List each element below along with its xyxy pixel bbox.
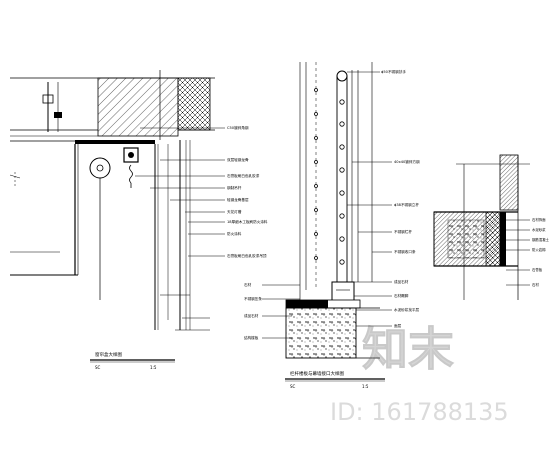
drawing-title: 栏杆楼板与幕墙接口大样图 xyxy=(290,370,344,377)
base-bracket xyxy=(331,281,355,303)
insulation-block xyxy=(177,77,211,131)
note: 天花灯槽 xyxy=(227,209,242,214)
handrail xyxy=(336,70,348,82)
right-detail-drawing: 石材饰面 水泥砂浆 钢筋混凝土 防火岩棉 石膏板 石材 xyxy=(433,154,550,300)
floor-slab xyxy=(285,307,357,359)
watermark: 知末 ID: 161788135 xyxy=(330,322,509,426)
note: 不锈钢收口条 xyxy=(394,249,416,254)
note: 双层轻钢龙骨 xyxy=(227,157,249,162)
note: 18厚细木工板刷防火涂料 xyxy=(227,219,268,224)
left-title-block: 窗帘盒大样图 SC 1:5 xyxy=(90,351,175,370)
watermark-logo: 知末 xyxy=(362,322,454,376)
note: 钢筋混凝土 xyxy=(532,237,550,242)
bolt-row xyxy=(314,88,345,265)
middle-left-notes: 石材 不锈钢压条 成品石材 结构楼板 xyxy=(244,282,262,340)
left-notes: C50镀锌角钢 双层轻钢龙骨 石膏板刷白色乳胶漆 钢制吊杆 轻钢龙骨基层 天花灯… xyxy=(227,125,268,258)
drawing-title: 窗帘盒大样图 xyxy=(95,351,122,358)
note: 轻钢龙骨基层 xyxy=(227,197,249,202)
drawing-code: SC xyxy=(290,384,296,389)
note: 防火岩棉 xyxy=(532,247,546,252)
note: 不锈钢栏杆 xyxy=(394,229,412,234)
note: 石材 xyxy=(244,282,252,287)
curtain-track xyxy=(123,147,139,163)
note: 面层 xyxy=(394,323,402,328)
curtain-box-top xyxy=(75,140,155,144)
ceiling-slab xyxy=(97,77,179,137)
note: 石材踢脚 xyxy=(394,293,409,298)
drawing-code: SC xyxy=(95,365,101,370)
middle-detail-drawing: ϕ50不锈钢扶手 40x40镀锌方钢 ϕ38不锈钢立杆 不锈钢栏杆 不锈钢收口条… xyxy=(244,62,420,389)
drawing-scale: 1:5 xyxy=(150,365,157,370)
note: 石材饰面 xyxy=(532,217,546,222)
top-note: ϕ50不锈钢扶手 xyxy=(381,69,406,74)
note: ϕ38不锈钢立杆 xyxy=(394,202,419,207)
note: 石膏板 xyxy=(532,267,543,272)
note: 石膏板刷白色乳胶漆 xyxy=(227,173,260,178)
note: 水泥砂浆 xyxy=(532,227,546,232)
note: 40x40镀锌方钢 xyxy=(394,159,420,164)
fire-insulation xyxy=(485,211,501,267)
note: 水泥砂浆找平层 xyxy=(394,307,420,312)
note: 钢制吊杆 xyxy=(227,185,242,190)
note: C50镀锌角钢 xyxy=(227,125,249,130)
note: 成品石材 xyxy=(394,279,409,284)
note: 石材 xyxy=(532,282,539,287)
note: 结构楼板 xyxy=(244,335,259,340)
note: 成品石材 xyxy=(244,313,259,318)
note: 石膏板刷白色乳胶漆吊顶 xyxy=(227,253,267,258)
watermark-id: ID: 161788135 xyxy=(330,398,509,426)
drawing-scale: 1:5 xyxy=(362,384,369,389)
note: 防火涂料 xyxy=(227,231,242,236)
middle-title-block: 栏杆楼板与幕墙接口大样图 SC 1:5 xyxy=(285,370,385,389)
right-notes: 石材饰面 水泥砂浆 钢筋混凝土 防火岩棉 石膏板 石材 xyxy=(532,217,550,287)
note: 不锈钢压条 xyxy=(244,296,262,301)
left-detail-drawing: C50镀锌角钢 双层轻钢龙骨 石膏板刷白色乳胶漆 钢制吊杆 轻钢龙骨基层 天花灯… xyxy=(9,70,268,370)
middle-right-notes: 40x40镀锌方钢 ϕ38不锈钢立杆 不锈钢栏杆 不锈钢收口条 成品石材 石材踢… xyxy=(394,159,420,328)
curtain-pulley xyxy=(89,157,111,179)
